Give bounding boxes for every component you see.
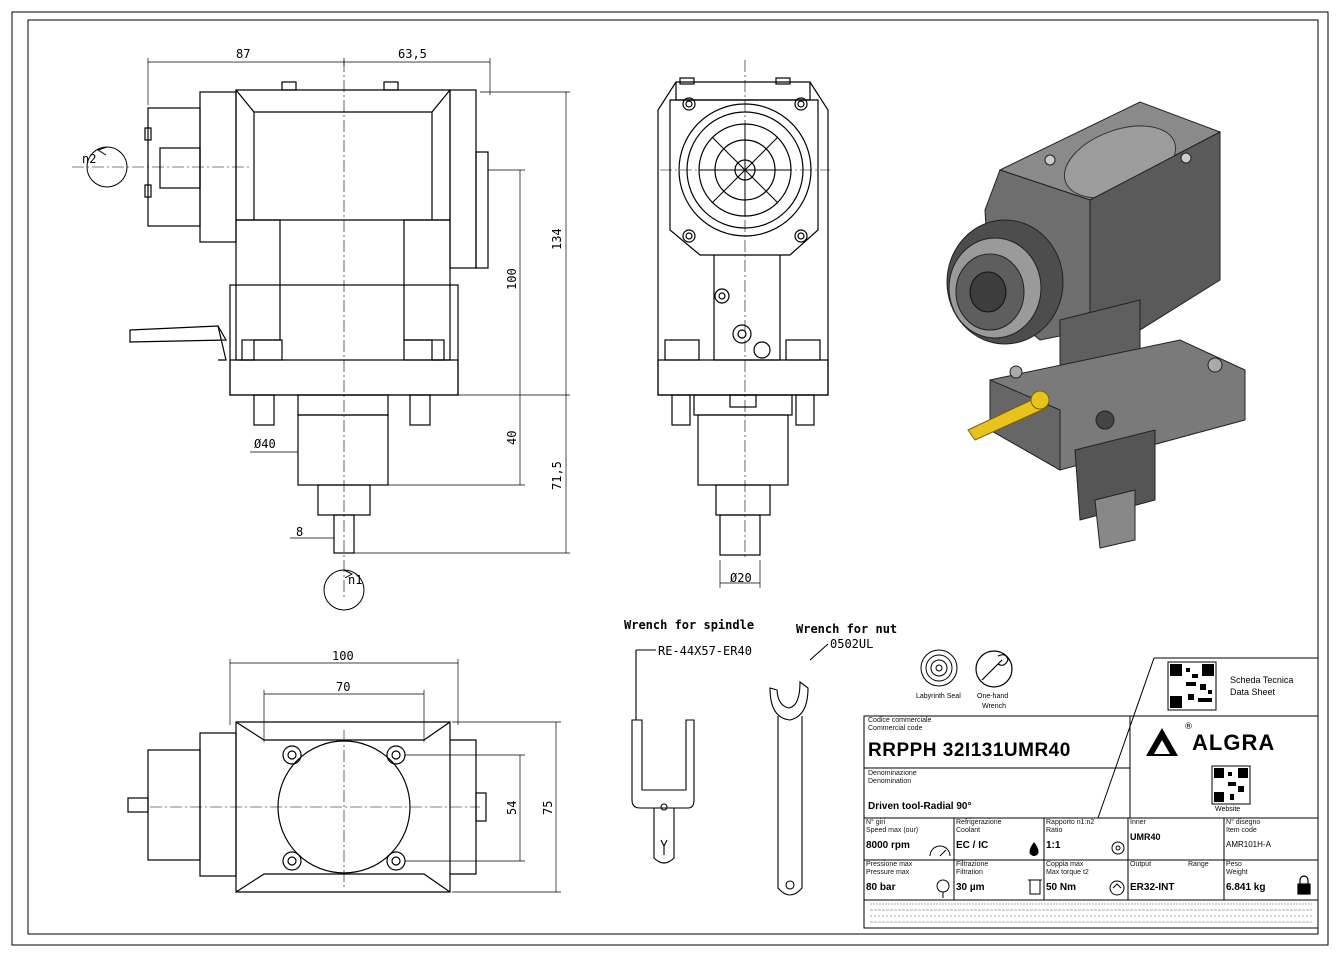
denom-label-en: Denomination xyxy=(868,778,912,785)
datasheet-label: Scheda Tecnica Data Sheet xyxy=(1230,674,1293,698)
labyrinth-seal-label: Labyrinth Seal xyxy=(916,693,961,700)
one-hand-wrench-icon xyxy=(975,650,1013,688)
website-qr-icon xyxy=(1211,765,1251,805)
wrench-nut-code: 0502UL xyxy=(830,637,873,651)
torque-icon xyxy=(1109,880,1125,896)
spec-filtration: Filtrazione Filtration 30 µm xyxy=(956,861,989,893)
brand-logo: ® ALGRA xyxy=(1142,722,1314,762)
gauge-icon xyxy=(929,845,951,857)
one-hand-label-2: Wrench xyxy=(982,703,1006,710)
spindle-wrench-icon xyxy=(631,649,695,864)
spec-output: Output Range ER32-INT xyxy=(1130,861,1209,893)
dim-71-5: 71,5 xyxy=(550,461,564,490)
title-block-frame xyxy=(863,657,1319,929)
code-label-en: Commercial code xyxy=(868,725,923,732)
spec-torque: Coppia max Max torque t2 50 Nm xyxy=(1046,861,1089,893)
spec-weight: Peso Weight 6.841 kg xyxy=(1226,861,1266,893)
gear-icon xyxy=(1111,841,1125,855)
dim-dia-20: Ø20 xyxy=(730,571,752,585)
dim-100: 100 xyxy=(505,268,519,290)
wrench-nut-title: Wrench for nut xyxy=(796,622,897,636)
labyrinth-seal-icon xyxy=(920,649,958,687)
rotation-n1-icon xyxy=(323,569,365,611)
wrench-spindle-title: Wrench for spindle xyxy=(624,618,754,632)
dim-87: 87 xyxy=(236,47,250,61)
spec-pressure: Pressione max Pressure max 80 bar xyxy=(866,861,913,893)
rotation-n2-icon xyxy=(86,146,128,188)
filter-icon xyxy=(1028,879,1042,895)
algra-triangle-icon xyxy=(1142,722,1182,762)
rotation-n2-label: n2 xyxy=(82,152,96,166)
code-value: RRPPH 32I131UMR40 xyxy=(868,740,1071,761)
denom-value: Driven tool-Radial 90° xyxy=(868,801,972,812)
one-hand-label-1: One-hand xyxy=(977,693,1008,700)
dim-bottom-54: 54 xyxy=(505,801,519,815)
dim-8: 8 xyxy=(296,525,303,539)
dim-134: 134 xyxy=(550,228,564,250)
denom-label-it: Denominazione xyxy=(868,770,917,777)
wrench-spindle-code: RE-44X57-ER40 xyxy=(658,644,752,658)
brand-name: ALGRA xyxy=(1192,730,1276,755)
top-view xyxy=(127,721,487,893)
website-label: Website xyxy=(1215,806,1241,813)
dim-bottom-75: 75 xyxy=(541,801,555,815)
rotation-n1-label: n1 xyxy=(348,573,362,587)
spec-inner: Inner UMR40 xyxy=(1130,819,1161,842)
microtext-strip xyxy=(870,903,1312,923)
denom-label: Denominazione Denomination xyxy=(868,770,917,786)
spec-coolant: Refrigerazione Coolant EC / IC xyxy=(956,819,1002,851)
dim-dia-40: Ø40 xyxy=(254,437,276,451)
spec-ratio: Rapporto n1:n2 Ratio 1:1 xyxy=(1046,819,1095,851)
datasheet-qr-icon xyxy=(1167,661,1217,711)
dim-40: 40 xyxy=(505,431,519,445)
isometric-view xyxy=(946,101,1246,549)
datasheet-line-1: Scheda Tecnica xyxy=(1230,675,1294,685)
drop-icon xyxy=(1029,842,1039,856)
lock-icon xyxy=(1297,875,1311,895)
code-label: Codice commerciale Commercial code xyxy=(868,717,931,733)
spec-item-code: N° disegno Item code AMR101H-A xyxy=(1226,819,1271,849)
datasheet-line-2: Data Sheet xyxy=(1230,687,1276,697)
dim-63-5: 63,5 xyxy=(398,47,427,61)
brand-reg-mark: ® xyxy=(1184,722,1193,732)
nut-wrench-icon xyxy=(769,643,829,896)
dim-bottom-70: 70 xyxy=(336,680,350,694)
dim-bottom-100: 100 xyxy=(332,649,354,663)
spec-speed: N° giri Speed max (our) 8000 rpm xyxy=(866,819,919,851)
pressure-icon xyxy=(936,879,950,898)
code-label-it: Codice commerciale xyxy=(868,717,932,724)
